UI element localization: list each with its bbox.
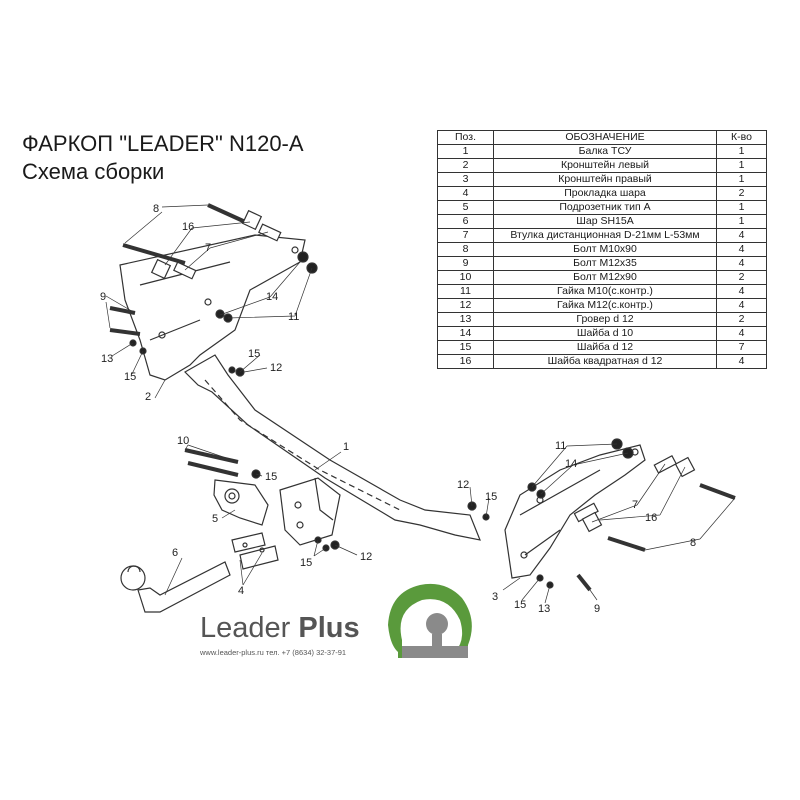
callout-16-left: 16 (182, 221, 194, 233)
callout-10: 10 (177, 435, 189, 447)
ball-spacer-4-a (231, 532, 266, 553)
callout-9-right: 9 (594, 603, 600, 615)
nut-11-left-a (297, 251, 309, 263)
ball-neck-6 (137, 561, 231, 613)
cell-designation: Болт М12х90 (493, 270, 717, 285)
callout-12-center: 12 (360, 551, 372, 563)
callout-8-right: 8 (690, 537, 696, 549)
callout-2: 2 (145, 391, 151, 403)
brand-name: Leader Plus (200, 612, 360, 645)
brand-name-light: Leader (200, 612, 291, 644)
callout-15-right-bottom: 15 (514, 599, 526, 611)
spacer-7-left-a (258, 223, 282, 242)
callout-16-right: 16 (645, 512, 657, 524)
callout-14-right: 14 (565, 458, 577, 470)
callout-14-left: 14 (266, 291, 278, 303)
bolt-9-right (576, 573, 592, 592)
table-header-row: Поз. ОБОЗНАЧЕНИЕ К-во (437, 130, 767, 145)
callout-13-left: 13 (101, 353, 113, 365)
callout-1: 1 (343, 441, 349, 453)
bolt-8-left-b (122, 243, 186, 265)
callout-7-right: 7 (632, 499, 638, 511)
callout-5: 5 (212, 513, 218, 525)
callout-4: 4 (238, 585, 244, 597)
callout-11-left: 11 (288, 311, 299, 323)
callout-8-left: 8 (153, 203, 159, 215)
square-washer-16-left-a (241, 209, 263, 231)
cell-designation: Шайба квадратная d 12 (493, 354, 717, 369)
spacer-7-left-b (173, 261, 197, 280)
cell-quantity: 4 (716, 354, 767, 369)
leader-plus-logo-icon (388, 583, 472, 658)
bolt-9-left-b (109, 328, 141, 336)
drawing-subtitle: Схема сборки (22, 159, 165, 184)
callout-9-left: 9 (100, 291, 106, 303)
cell-designation: Шайба d 10 (493, 326, 717, 341)
callout-15-right: 15 (485, 491, 497, 503)
callout-12-right: 12 (457, 479, 469, 491)
socket-holder-5 (213, 479, 269, 526)
callout-15-socket: 15 (265, 471, 277, 483)
ball-mount-plate (279, 477, 341, 546)
cell-designation: Кронштейн левый (493, 158, 717, 173)
callout-15-center: 15 (300, 557, 312, 569)
callout-7-left: 7 (205, 242, 211, 254)
bolt-10-b (187, 461, 239, 477)
bolt-8-right-b (607, 536, 646, 552)
cell-designation: Подрозетник тип А (493, 200, 717, 215)
callout-15-left: 15 (124, 371, 136, 383)
tow-ball-6 (120, 565, 146, 591)
callout-15-top: 15 (248, 348, 260, 360)
washer-14-left (215, 309, 225, 319)
brand-name-bold: Plus (298, 612, 360, 644)
callout-6: 6 (172, 547, 178, 559)
brand-contacts: www.leader-plus.ru тел. +7 (8634) 32-37-… (200, 648, 347, 657)
tow-beam-1 (184, 354, 481, 541)
bolt-9-left-a (109, 306, 136, 315)
cell-designation: Шайба d 12 (493, 340, 717, 355)
cell-quantity: 1 (716, 200, 767, 215)
callout-3: 3 (492, 591, 498, 603)
cell-designation: Шар SH15A (493, 214, 717, 229)
bolt-10-a (184, 448, 239, 464)
bolt-8-right-a (699, 483, 736, 500)
header-position: Поз. (437, 130, 494, 145)
drawing-title: ФАРКОП "LEADER" N120-A (22, 131, 304, 156)
callout-11-right: 11 (555, 440, 566, 452)
callout-12-top: 12 (270, 362, 282, 374)
callout-13-right: 13 (538, 603, 550, 615)
